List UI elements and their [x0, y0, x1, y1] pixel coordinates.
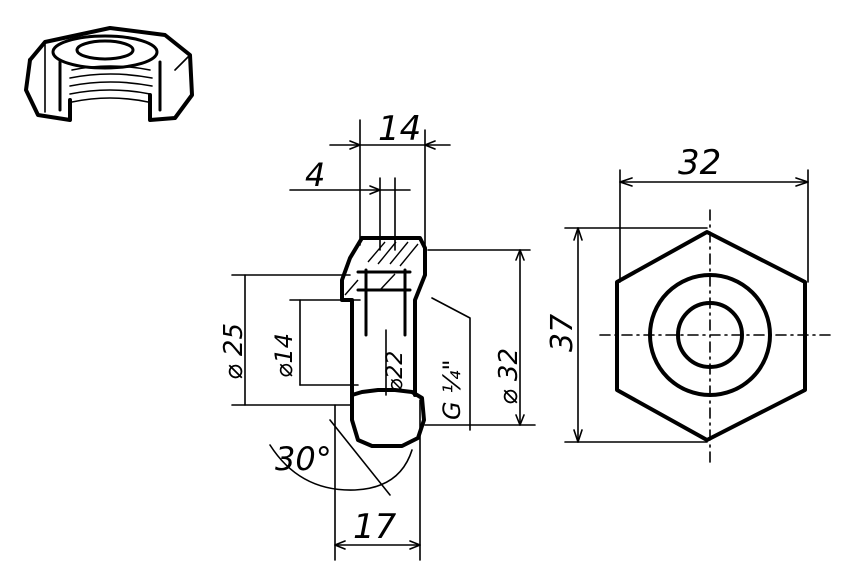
dim-37-label: 37 — [545, 314, 580, 352]
dim-thread-label: G ¼" — [438, 359, 466, 420]
front-view: 32 37 — [545, 143, 831, 466]
hatched-section — [344, 241, 419, 296]
dim-17-label: 17 — [353, 507, 397, 547]
dim-4-label: 4 — [305, 156, 325, 194]
dim-dia32-label: ⌀ 32 — [494, 348, 524, 405]
dim-dia22-label: ⌀22 — [383, 351, 408, 392]
dim-angle-label: 30° — [275, 440, 332, 478]
dim-dia14-label: ⌀14 — [270, 333, 298, 378]
hexagon-outline — [615, 230, 807, 442]
dim-dia25-label: ⌀ 25 — [219, 323, 249, 380]
dim-14-label: 14 — [378, 109, 421, 149]
dim-32-label: 32 — [678, 143, 721, 183]
nut-3d-sketch — [24, 26, 194, 122]
side-view: 14 4 17 30° ⌀ 25 — [219, 109, 536, 561]
